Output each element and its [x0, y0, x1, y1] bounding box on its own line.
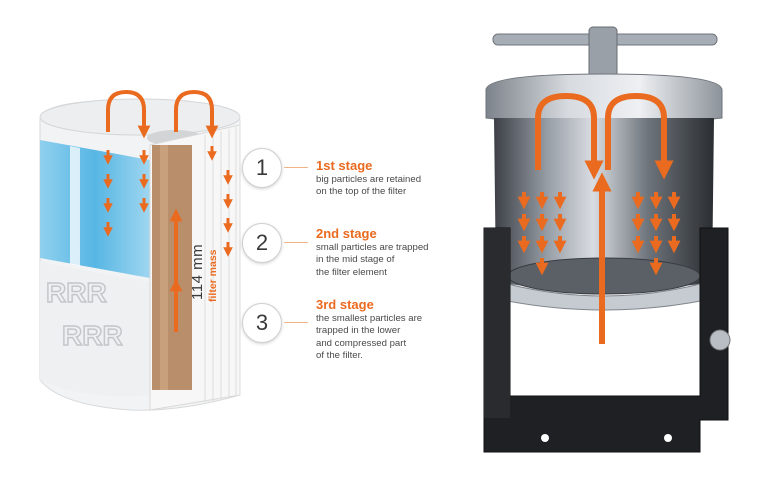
- flow-arrows-right: [535, 92, 674, 344]
- brand-print-upper: RRR: [46, 277, 107, 308]
- stage-1-title: 1st stage: [316, 158, 373, 173]
- stage-1-leader: [284, 167, 308, 168]
- dashed-arrows-right: [517, 192, 681, 276]
- height-label: filter mass: [207, 249, 219, 302]
- stage-3-block: 3rd stage the smallest particles are tra…: [316, 297, 486, 363]
- stage-2-number-badge: 2: [242, 223, 282, 263]
- stage-2-leader: [284, 242, 308, 243]
- stage-2-block: 2nd stage small particles are trapped in…: [316, 226, 486, 279]
- stage-3-leader: [284, 322, 308, 323]
- stage-1-number-badge: 1: [242, 148, 282, 188]
- blue-band: [40, 140, 150, 278]
- brand-print-lower: RRR: [62, 320, 123, 351]
- height-dimension: 114 mm: [189, 243, 206, 300]
- flow-arrows-left: [106, 89, 219, 332]
- stage-3-number-badge: 3: [242, 303, 282, 343]
- stage-1-description: big particles are retained on the top of…: [316, 174, 422, 198]
- filter-core: [152, 145, 192, 390]
- stage-1-block: 1st stage big particles are retained on …: [316, 158, 486, 199]
- stage-3-description: the smallest particles are trapped in th…: [316, 313, 423, 362]
- stage-2-description: small particles are trapped in the mid s…: [316, 242, 429, 278]
- stage-3-title: 3rd stage: [316, 297, 374, 312]
- filter-housing: [483, 26, 731, 453]
- stage-2-title: 2nd stage: [316, 226, 377, 241]
- dashed-arrows-left: [103, 146, 233, 257]
- lid: [485, 73, 723, 126]
